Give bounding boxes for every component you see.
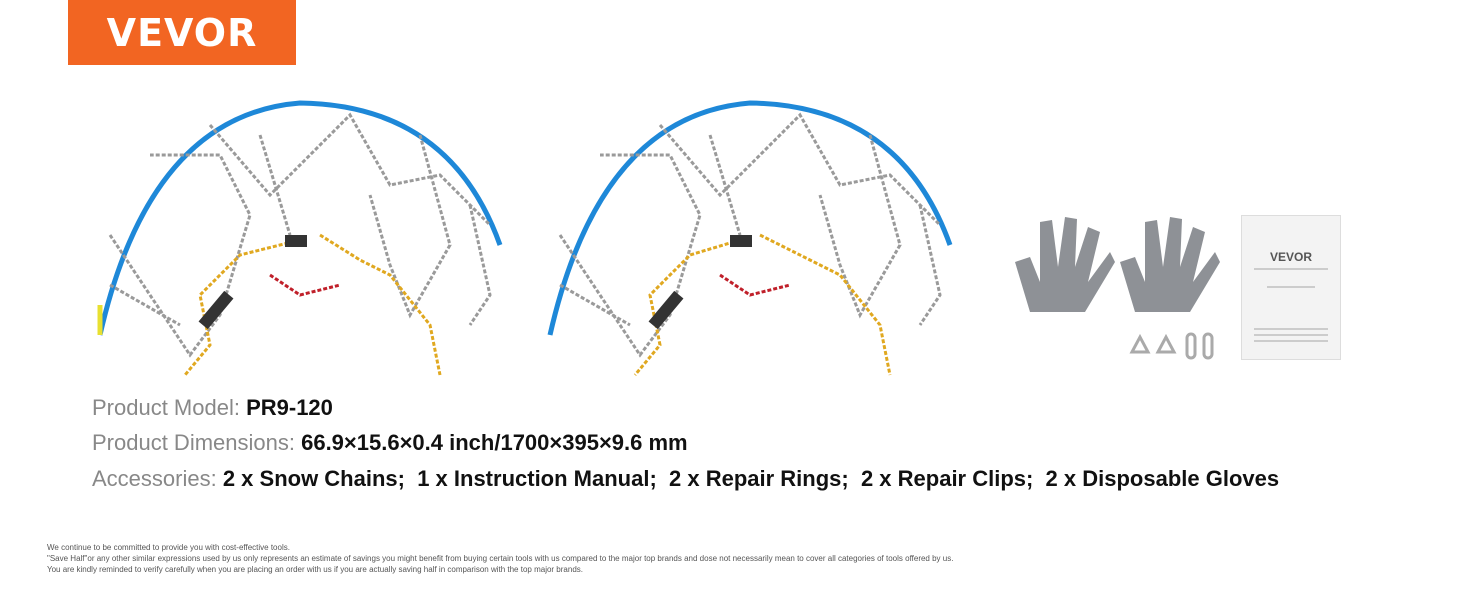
snow-chain-image-2	[547, 100, 953, 376]
spec-product-dimensions: Product Dimensions: 66.9×15.6×0.4 inch/1…	[92, 430, 688, 455]
vevor-logo: VEVOR	[68, 0, 296, 65]
spec-product-model: Product Model: PR9-120	[92, 395, 333, 420]
spec-accessories: Accessories: 2 x Snow Chains; 1 x Instru…	[92, 466, 1280, 491]
snow-chain-image-1	[97, 100, 503, 376]
gloves-and-repair-parts-image	[1015, 217, 1220, 360]
footnote: We continue to be committed to provide y…	[47, 543, 954, 574]
instruction-manual-image: VEVOR	[1241, 215, 1341, 360]
